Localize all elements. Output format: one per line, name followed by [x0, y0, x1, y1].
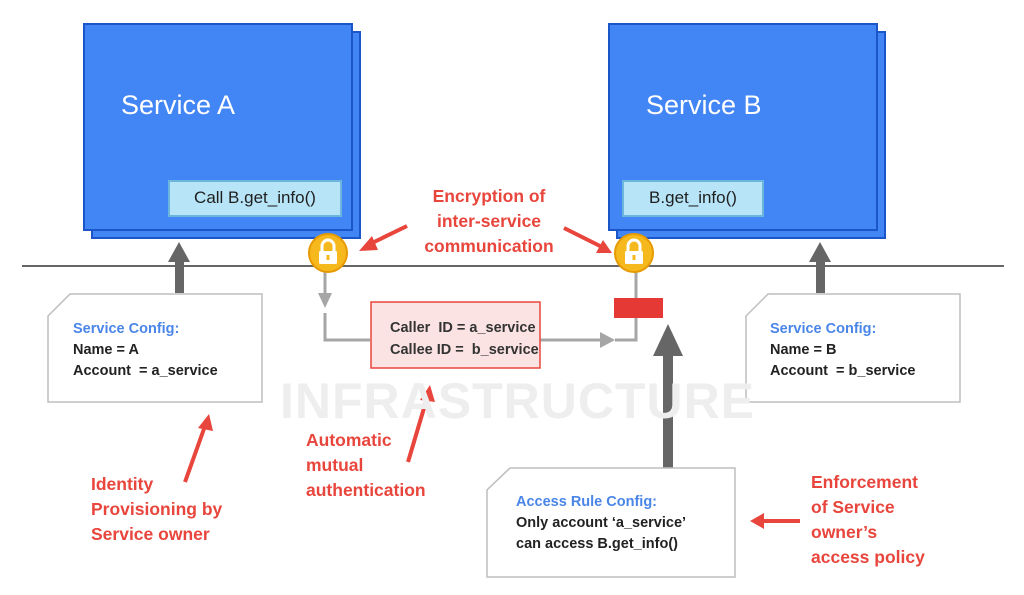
enforcement-label-line1: Enforcement	[811, 472, 918, 492]
config-b-note: Service Config: Name = B Account = b_ser…	[770, 319, 915, 382]
identity-label-line3: Service owner	[91, 524, 210, 544]
config-a-note: Service Config: Name = A Account = a_ser…	[73, 319, 218, 382]
config-b-account: Account = b_service	[770, 363, 916, 379]
identity-label-line2: Provisioning by	[91, 499, 223, 519]
access-rule-heading: Access Rule Config:	[516, 494, 657, 510]
automatic-label-line2: mutual	[306, 455, 364, 475]
service-b-method-box: B.get_info()	[622, 180, 764, 217]
config-a-account: Account = a_service	[73, 363, 218, 379]
service-a-method-box: Call B.get_info()	[168, 180, 342, 217]
automatic-label-line1: Automatic	[306, 430, 392, 450]
callee-id: Callee ID = b_service	[390, 342, 539, 358]
automatic-label-line3: authentication	[306, 480, 426, 500]
red-arrows	[183, 224, 800, 529]
config-a-heading: Service Config:	[73, 321, 180, 337]
access-rule-line1: Only account ‘a_service’	[516, 515, 687, 531]
config-a-arrow	[168, 242, 190, 293]
enforcement-label: Enforcement of Service owner’s access po…	[811, 470, 925, 570]
encryption-label-line3: communication	[424, 236, 554, 256]
access-rule-shape	[486, 467, 736, 578]
access-rule-arrow	[653, 324, 683, 470]
service-a-title: Service A	[121, 90, 236, 120]
identity-label-line1: Identity	[91, 474, 154, 494]
encryption-label-line2: inter-service	[436, 211, 542, 231]
config-b-shape	[745, 293, 961, 403]
service-b-title: Service B	[646, 90, 762, 120]
config-b-name: Name = B	[770, 342, 837, 358]
path-arrow-right	[600, 332, 615, 348]
lock-icon	[614, 233, 654, 273]
access-rule-line2: can access B.get_info()	[516, 536, 678, 552]
enforcement-label-line4: access policy	[811, 547, 925, 567]
auth-box	[370, 301, 541, 369]
auth-ids: Caller ID = a_service Callee ID = b_serv…	[390, 317, 539, 361]
path-arrow-down	[318, 293, 332, 308]
config-a-shape	[47, 293, 263, 403]
caller-id: Caller ID = a_service	[390, 320, 536, 336]
identity-provisioning-label: Identity Provisioning by Service owner	[91, 472, 222, 547]
path-up-to-b	[615, 268, 638, 342]
encryption-label: Encryption of inter-service communicatio…	[410, 184, 568, 259]
config-b-heading: Service Config:	[770, 321, 877, 337]
enforcement-bar	[614, 298, 663, 318]
enforcement-label-line2: of Service	[811, 497, 895, 517]
config-b-arrow	[809, 242, 831, 293]
lock-icon	[308, 233, 348, 273]
encryption-label-line1: Encryption of	[432, 186, 546, 206]
infrastructure-watermark: INFRASTRUCTURE	[280, 373, 756, 429]
automatic-auth-label: Automatic mutual authentication	[306, 428, 426, 503]
access-rule-note: Access Rule Config: Only account ‘a_serv…	[516, 492, 686, 555]
config-a-name: Name = A	[73, 342, 139, 358]
enforcement-label-line3: owner’s	[811, 522, 878, 542]
